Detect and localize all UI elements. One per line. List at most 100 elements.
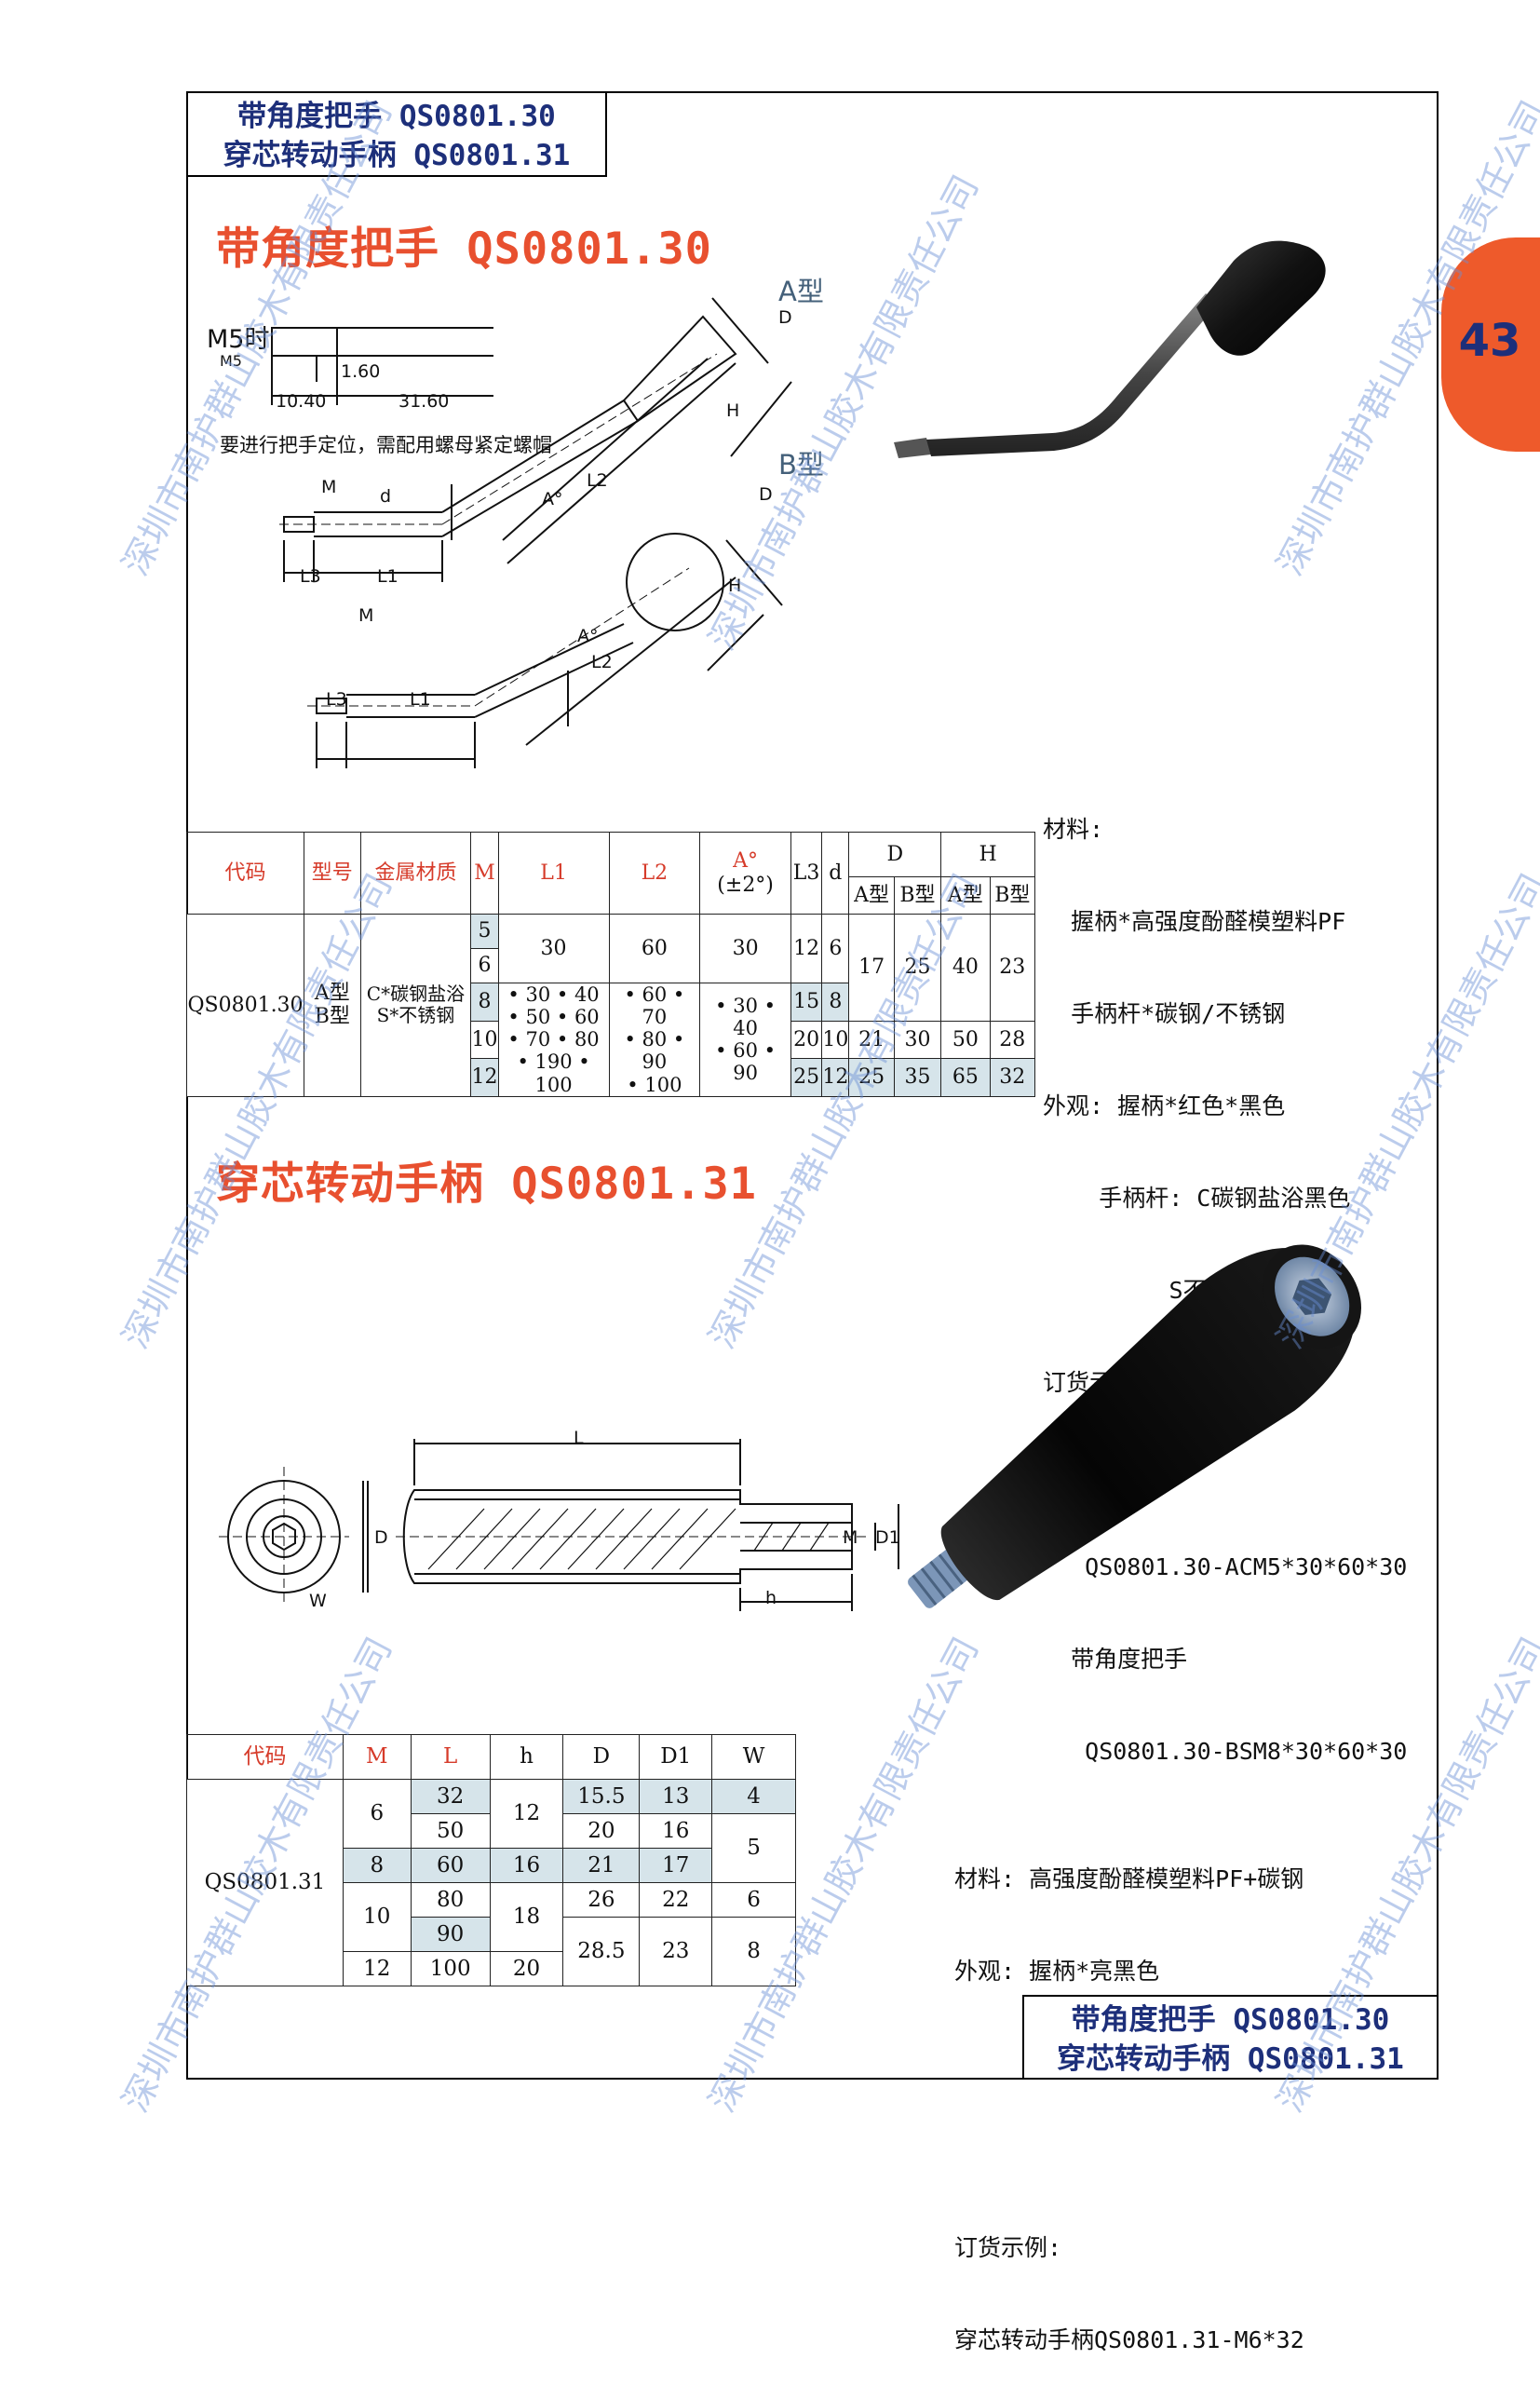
dim-1040: 10.40 xyxy=(276,391,327,412)
type-a-label: A型 xyxy=(778,276,824,307)
lbl-D: D xyxy=(374,1527,388,1548)
cell-H-b: 32 xyxy=(989,1058,1036,1097)
lbl-angle-a: A° xyxy=(542,489,563,509)
angle-item: • 30 • 40 xyxy=(715,995,777,1040)
lbl-l1-b: L1 xyxy=(410,689,431,710)
footer-box: 带角度把手 QS0801.30 穿芯转动手柄 QS0801.31 xyxy=(1022,1995,1439,2080)
cell-H-b: 23 xyxy=(989,914,1036,1022)
cell-material-1: C*碳钢盐浴 xyxy=(366,983,466,1006)
cell-m: 6 xyxy=(342,1779,412,1849)
cell-angle-list: • 30 • 40 • 60 • 90 xyxy=(699,983,791,1097)
th-l1: L1 xyxy=(497,832,610,915)
th-l3: L3 xyxy=(790,832,823,915)
header-box: 带角度把手 QS0801.30 穿芯转动手柄 QS0801.31 xyxy=(186,91,607,177)
cell-m: 8 xyxy=(342,1848,412,1883)
cell-l2: 60 xyxy=(608,914,701,983)
cell-w: 5 xyxy=(711,1813,796,1883)
m5-small-label: M5 xyxy=(220,352,242,370)
info-line: 带角度把手 xyxy=(1043,1646,1188,1673)
cell-l1: 30 xyxy=(497,914,610,983)
lbl-l3-b: L3 xyxy=(326,689,347,710)
cell-h: 12 xyxy=(489,1779,564,1849)
page-number: 43 xyxy=(1458,315,1521,367)
cell-model-b: B型 xyxy=(314,1005,350,1029)
l1-item: • 50 • 60 xyxy=(507,1006,600,1029)
cell-D1: 22 xyxy=(639,1882,713,1918)
th-D-a: A型 xyxy=(848,876,895,915)
info-line: QS0801.30-ACM5*30*60*30 xyxy=(1043,1553,1408,1580)
lbl-m-a: M xyxy=(321,477,337,497)
lbl-M: M xyxy=(843,1527,858,1548)
cell-H-a: 65 xyxy=(940,1058,991,1097)
cell-H-a: 50 xyxy=(940,1020,991,1060)
cell-D-a: 25 xyxy=(848,1058,895,1097)
cell-m: 10 xyxy=(470,1020,499,1060)
cell-model-a: A型 xyxy=(314,982,350,1006)
dim-160: 1.60 xyxy=(341,361,381,382)
cell-l: 50 xyxy=(410,1813,491,1849)
lbl-m-b: M xyxy=(358,605,374,626)
cell-h: 18 xyxy=(489,1882,564,1952)
cell-l2-list: • 60 • 70 • 80 • 90 • 100 xyxy=(608,983,701,1097)
positioning-note: 要进行把手定位，需配用螺母紧定螺帽 xyxy=(220,434,552,456)
cell-l3: 20 xyxy=(790,1020,823,1060)
th-H-a: A型 xyxy=(940,876,991,915)
header-line-1: 带角度把手 QS0801.30 xyxy=(237,100,556,133)
cell-m: 8 xyxy=(470,983,499,1022)
cell-D: 26 xyxy=(562,1882,641,1918)
th-h: h xyxy=(489,1734,564,1780)
info-line: 材料: 高强度酚醛模塑料PF+碳钢 xyxy=(954,1865,1304,1892)
revolving-handle-photo xyxy=(908,1244,1361,1608)
lbl-H-b: H xyxy=(728,576,742,596)
cell-l3: 15 xyxy=(790,983,823,1022)
th-l: L xyxy=(410,1734,491,1780)
cell-h: 20 xyxy=(489,1951,564,1986)
cell-D-b: 25 xyxy=(893,914,942,1022)
lbl-D-b: D xyxy=(759,484,773,505)
cell-D1: 16 xyxy=(639,1813,713,1849)
cell-m: 10 xyxy=(342,1882,412,1952)
l1-item: • 70 • 80 xyxy=(507,1028,600,1051)
angled-handle-photo xyxy=(894,240,1326,458)
l1-item: • 30 • 40 xyxy=(507,983,600,1006)
type-b-label: B型 xyxy=(778,449,824,481)
cell-D-a: 17 xyxy=(848,914,895,1022)
dim-3160: 31.60 xyxy=(399,391,450,412)
lbl-l2-a: L2 xyxy=(587,470,608,491)
cell-l3: 25 xyxy=(790,1058,823,1097)
cell-d: 10 xyxy=(821,1020,850,1060)
th-H-b: B型 xyxy=(989,876,1036,915)
lbl-D-a: D xyxy=(778,307,792,328)
cell-m: 12 xyxy=(342,1951,412,1986)
cell-w: 6 xyxy=(711,1882,796,1918)
cell-w: 8 xyxy=(711,1917,796,1986)
cell-D1: 13 xyxy=(639,1779,713,1814)
lbl-d-a: d xyxy=(380,486,392,507)
section1-title: 带角度把手 QS0801.30 xyxy=(216,224,712,275)
cell-l3: 12 xyxy=(790,914,823,983)
footer-line-2: 穿芯转动手柄 QS0801.31 xyxy=(1057,2042,1404,2076)
section2-title: 穿芯转动手柄 QS0801.31 xyxy=(216,1159,757,1210)
section2-info: 材料: 高强度酚醛模塑料PF+碳钢 外观: 握柄*亮黑色 金属部分*碳钢镀无光铬… xyxy=(954,1802,1304,2386)
lbl-h: h xyxy=(765,1588,777,1608)
cell-d: 6 xyxy=(821,914,850,983)
cell-m: 12 xyxy=(470,1058,499,1097)
lbl-D1: D1 xyxy=(875,1527,900,1548)
cell-D-b: 30 xyxy=(893,1020,942,1060)
cell-D: 20 xyxy=(562,1813,641,1849)
angle-item: • 60 • 90 xyxy=(715,1039,777,1085)
lbl-l2-b: L2 xyxy=(591,652,613,672)
cell-D-b: 35 xyxy=(893,1058,942,1097)
page-tab xyxy=(1441,237,1540,452)
info-line: 外观: 握柄*亮黑色 xyxy=(954,1958,1160,1985)
info-line: QS0801.30-BSM8*30*60*30 xyxy=(1043,1738,1408,1765)
cell-D1: 17 xyxy=(639,1848,713,1883)
th-code: 代码 xyxy=(186,1734,344,1780)
cell-H-b: 28 xyxy=(989,1020,1036,1060)
cell-w: 4 xyxy=(711,1779,796,1814)
cell-l: 80 xyxy=(410,1882,491,1918)
th-D: D xyxy=(562,1734,641,1780)
th-angle-line1: A° xyxy=(733,849,759,874)
